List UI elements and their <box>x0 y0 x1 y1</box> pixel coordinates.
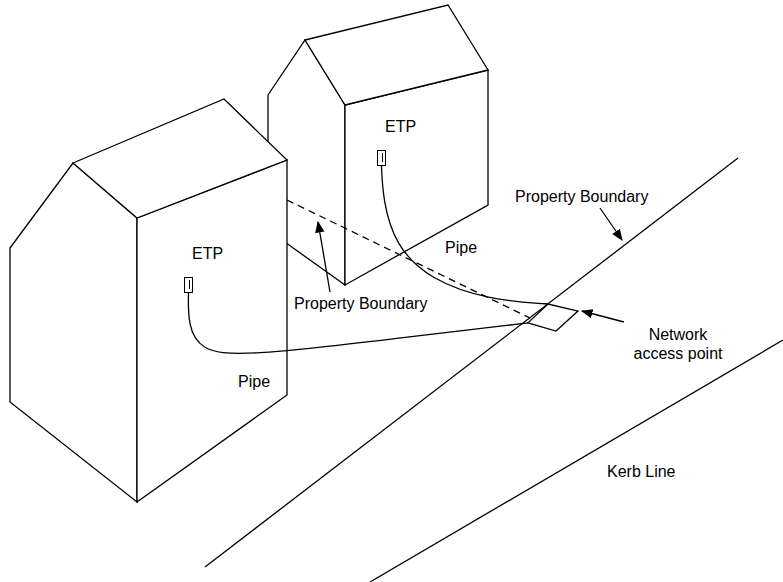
house-roof <box>73 99 287 218</box>
etp-box-detail <box>380 153 383 162</box>
leader-arrow <box>318 222 330 292</box>
etp-label: ETP <box>385 117 416 136</box>
access-pit-shape <box>528 304 578 331</box>
access-pit-outline <box>528 304 578 331</box>
etp-box: ETP <box>377 150 386 166</box>
etp-box: ETP <box>184 277 193 293</box>
dashed-boundary <box>287 200 530 318</box>
kerb-label: Kerb Line <box>605 462 678 481</box>
leader-arrow <box>600 208 622 240</box>
etp-label: ETP <box>192 244 223 263</box>
house-roof <box>305 5 488 105</box>
front-house <box>10 99 287 502</box>
access-point-label: Network access point <box>628 325 728 363</box>
kerb-line <box>370 340 783 582</box>
pipe <box>188 293 528 353</box>
back-house <box>268 5 488 285</box>
access-pit: Network access point <box>528 304 578 331</box>
etp-box-detail <box>187 280 190 289</box>
boundary-label: Property Boundary <box>292 294 429 313</box>
pipe-label: Pipe <box>236 372 272 391</box>
pipe-label: Pipe <box>443 238 479 257</box>
house-wall <box>137 160 287 502</box>
leader-arrow <box>582 311 624 322</box>
house-wall <box>345 70 488 285</box>
house-gable <box>10 163 137 502</box>
boundary-label: Property Boundary <box>513 187 650 206</box>
